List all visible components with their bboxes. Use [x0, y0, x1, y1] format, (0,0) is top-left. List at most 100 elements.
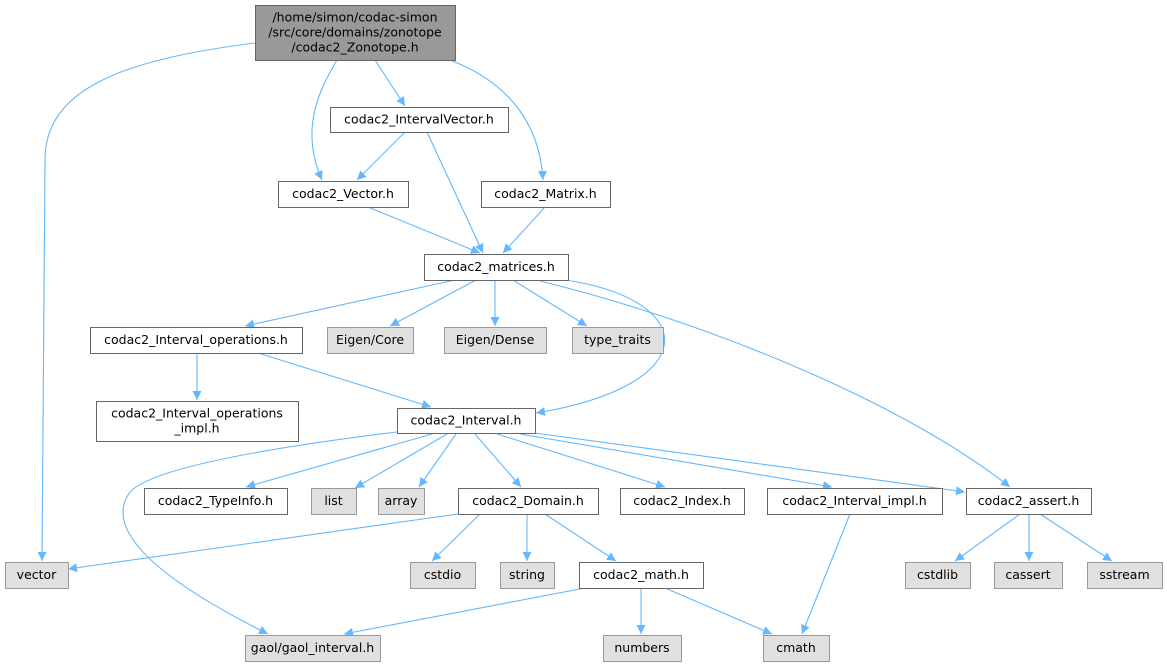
node-box[interactable]: [378, 488, 425, 515]
edges: [37, 42, 1113, 637]
node-label: sstream: [1099, 567, 1149, 582]
node-domain[interactable]: codac2_Domain.h: [458, 488, 599, 515]
node-label: list: [324, 493, 342, 508]
edge-interval-domain: [474, 433, 522, 488]
node-mat[interactable]: codac2_Matrix.h: [481, 181, 611, 208]
node-label: vector: [17, 567, 58, 582]
node-iops[interactable]: codac2_Interval_operations.h: [90, 327, 303, 354]
node-label: cassert: [1005, 567, 1050, 582]
node-cstdlib[interactable]: cstdlib: [905, 562, 971, 589]
node-sstream[interactable]: sstream: [1087, 562, 1163, 589]
edge-matrices-iops: [244, 279, 456, 329]
node-label: Eigen/Dense: [456, 332, 535, 347]
node-label: array: [385, 493, 418, 508]
node-list[interactable]: list: [311, 488, 357, 515]
edge-matrices-assert: [539, 280, 1011, 488]
node-label: codac2_Domain.h: [472, 493, 584, 508]
node-cassert[interactable]: cassert: [994, 562, 1063, 589]
edge-mat-matrices: [502, 206, 546, 254]
node-box[interactable]: [330, 107, 509, 133]
node-matrices[interactable]: codac2_matrices.h: [424, 254, 569, 281]
node-box[interactable]: [579, 562, 704, 589]
node-array[interactable]: array: [378, 488, 425, 515]
node-box[interactable]: [245, 635, 381, 662]
node-string[interactable]: string: [500, 562, 555, 589]
node-box[interactable]: [5, 562, 69, 589]
edge-root-mat: [449, 59, 547, 181]
node-typeinfo[interactable]: codac2_TypeInfo.h: [144, 488, 288, 515]
node-vector[interactable]: vector: [5, 562, 69, 589]
node-iimpl[interactable]: codac2_Interval_impl.h: [767, 488, 943, 515]
edge-interval-index: [496, 433, 666, 489]
edge-matrices-ecore: [389, 279, 477, 327]
edge-interval-array: [418, 433, 457, 488]
node-box[interactable]: [572, 327, 664, 354]
node-ecore[interactable]: Eigen/Core: [327, 327, 414, 354]
edge-root-iv: [374, 59, 406, 107]
node-label: codac2_Interval_operations.h: [104, 332, 288, 347]
node-tt[interactable]: type_traits: [572, 327, 664, 354]
edge-matrices-tt: [512, 279, 588, 327]
node-box[interactable]: [397, 408, 536, 434]
node-label: cstdio: [424, 567, 461, 582]
node-label: /home/simon/codac-simon: [272, 10, 437, 25]
node-box[interactable]: [1087, 562, 1163, 589]
node-interval[interactable]: codac2_Interval.h: [397, 408, 536, 434]
node-edense[interactable]: Eigen/Dense: [444, 327, 547, 354]
node-box[interactable]: [763, 635, 830, 662]
node-label: codac2_Interval_impl.h: [782, 493, 926, 508]
node-gaol[interactable]: gaol/gaol_interval.h: [245, 635, 381, 662]
edge-interval-assert: [534, 432, 966, 496]
node-box[interactable]: [603, 635, 682, 662]
node-box[interactable]: [458, 488, 599, 515]
node-label: codac2_Matrix.h: [494, 186, 596, 201]
node-math[interactable]: codac2_math.h: [579, 562, 704, 589]
node-label: codac2_Index.h: [633, 493, 731, 508]
edge-math-gaol: [343, 587, 586, 637]
node-label: cstdlib: [917, 567, 958, 582]
node-box[interactable]: [966, 488, 1092, 515]
edge-math-cmath: [664, 587, 773, 635]
node-root[interactable]: /home/simon/codac-simon/src/core/domains…: [255, 5, 456, 61]
node-label: codac2_matrices.h: [437, 259, 555, 274]
node-box[interactable]: [481, 181, 611, 208]
node-vec[interactable]: codac2_Vector.h: [278, 181, 409, 208]
node-box[interactable]: [500, 562, 555, 589]
node-numbers[interactable]: numbers: [603, 635, 682, 662]
node-box[interactable]: [410, 562, 476, 589]
edge-iimpl-cmath: [801, 513, 851, 635]
node-assert[interactable]: codac2_assert.h: [966, 488, 1092, 515]
node-box[interactable]: [905, 562, 971, 589]
node-box[interactable]: [424, 254, 569, 281]
node-label: codac2_Interval_operations: [111, 406, 283, 421]
edge-assert-sstream: [1039, 513, 1113, 562]
node-box[interactable]: [767, 488, 943, 515]
edge-iops-interval: [257, 352, 432, 409]
node-box[interactable]: [144, 488, 288, 515]
edge-matrices-interval: [535, 279, 666, 416]
node-box[interactable]: [278, 181, 409, 208]
node-iopsimpl[interactable]: codac2_Interval_operations_impl.h: [96, 401, 299, 442]
node-label: codac2_assert.h: [978, 493, 1080, 508]
node-box[interactable]: [96, 401, 299, 442]
node-box[interactable]: [620, 488, 745, 515]
node-label: codac2_Interval.h: [411, 413, 522, 428]
node-cstdio[interactable]: cstdio: [410, 562, 476, 589]
edge-interval-list: [354, 433, 448, 489]
edge-root-vec: [311, 59, 338, 181]
edge-domain-vector: [67, 513, 459, 573]
node-label: codac2_IntervalVector.h: [344, 112, 494, 127]
edge-iv-matrices: [426, 131, 484, 254]
edge-domain-cstdio: [431, 513, 481, 562]
node-box[interactable]: [255, 5, 456, 61]
node-iv[interactable]: codac2_IntervalVector.h: [330, 107, 509, 133]
node-label: numbers: [614, 640, 669, 655]
node-box[interactable]: [444, 327, 547, 354]
node-cmath[interactable]: cmath: [763, 635, 830, 662]
node-box[interactable]: [311, 488, 357, 515]
node-box[interactable]: [994, 562, 1063, 589]
node-index[interactable]: codac2_Index.h: [620, 488, 745, 515]
node-box[interactable]: [327, 327, 414, 354]
node-box[interactable]: [90, 327, 303, 354]
